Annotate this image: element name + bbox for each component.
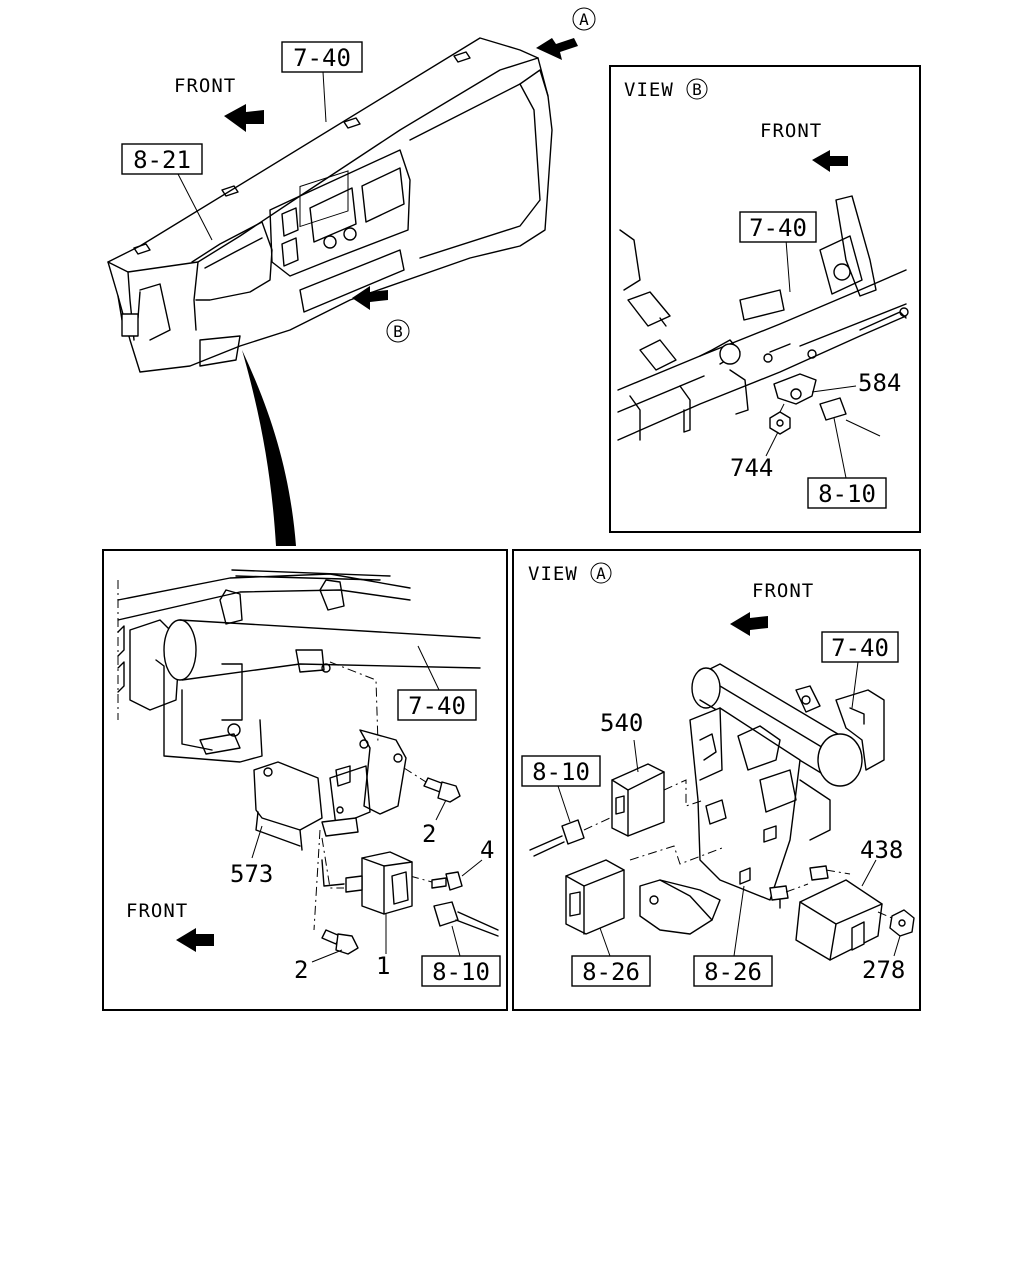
ref-box-7-40-view-a <box>821 631 899 663</box>
connector-8-10-view-a <box>561 819 585 845</box>
connector-8-10-detail <box>433 901 459 927</box>
ref-box-8-10-detail <box>421 955 501 987</box>
ref-box-8-10-view-b <box>807 477 887 509</box>
part-744-nut <box>769 411 791 435</box>
view-b-frame-drawing <box>617 195 909 441</box>
part-8-26-module-left <box>565 859 625 935</box>
ref-8-26-left[interactable]: 8-26 <box>582 958 640 986</box>
part-4-screw <box>431 877 447 889</box>
front-arrow-top <box>224 104 264 132</box>
ref-7-40-detail[interactable]: 7-40 <box>408 692 466 720</box>
view-b-direction-arrow <box>352 286 388 310</box>
ref-8-10-view-a[interactable]: 8-10 <box>532 758 590 786</box>
view-a-direction-arrow <box>536 38 578 60</box>
front-arrow-view-a <box>730 612 768 636</box>
part-2-bolt-lower <box>321 929 359 955</box>
ref-box-7-40-view-b <box>739 211 817 243</box>
part-744[interactable]: 744 <box>730 454 773 482</box>
ref-8-10-detail[interactable]: 8-10 <box>432 958 490 986</box>
front-arrow-view-b <box>812 150 848 172</box>
dashboard-overview <box>107 37 578 373</box>
ref-box-8-26-right <box>693 955 773 987</box>
view-a-panel <box>512 549 921 1011</box>
part-4[interactable]: 4 <box>480 836 494 864</box>
part-2-upper[interactable]: 2 <box>422 820 436 848</box>
ref-7-40-top[interactable]: 7-40 <box>293 44 351 72</box>
front-label-detail: FRONT <box>126 900 188 922</box>
view-b-letter: B <box>692 80 702 99</box>
ref-8-26-right[interactable]: 8-26 <box>704 958 762 986</box>
marker-b: B <box>393 322 403 341</box>
view-a-frame-drawing <box>639 663 885 935</box>
ref-7-40-view-a[interactable]: 7-40 <box>831 634 889 662</box>
detail-pointer <box>242 350 296 546</box>
part-540[interactable]: 540 <box>600 709 643 737</box>
detail-panel <box>102 549 508 1011</box>
part-573-bracket <box>253 761 323 831</box>
front-label-view-b: FRONT <box>760 120 822 142</box>
marker-a: A <box>579 10 589 29</box>
part-584[interactable]: 584 <box>858 369 901 397</box>
part-540-module <box>611 763 665 837</box>
ref-8-10-view-b[interactable]: 8-10 <box>818 480 876 508</box>
marker-b-circle <box>386 319 410 343</box>
front-label-top: FRONT <box>174 75 236 97</box>
ref-box-8-26-left <box>571 955 651 987</box>
dashboard-panel <box>107 37 553 373</box>
view-a-letter: A <box>596 564 606 583</box>
view-a-title: VIEW <box>528 563 578 585</box>
marker-a-circle <box>572 7 596 31</box>
part-2-bolt-upper <box>423 777 461 803</box>
ref-box-7-40-detail <box>397 689 477 721</box>
ref-box-8-10-view-a <box>521 755 601 787</box>
front-arrow-detail <box>176 928 214 952</box>
front-label-view-a: FRONT <box>752 580 814 602</box>
detail-frame-drawing <box>117 569 481 763</box>
view-b-panel <box>609 65 921 533</box>
part-573[interactable]: 573 <box>230 860 273 888</box>
view-b-title: VIEW <box>624 79 674 101</box>
part-438-controller <box>795 879 883 961</box>
ref-box-7-40-top <box>281 41 363 73</box>
part-278[interactable]: 278 <box>862 956 905 984</box>
part-438[interactable]: 438 <box>860 836 903 864</box>
ref-box-8-21 <box>121 143 203 175</box>
part-1[interactable]: 1 <box>376 952 390 980</box>
ref-7-40-view-b[interactable]: 7-40 <box>749 214 807 242</box>
ref-8-21[interactable]: 8-21 <box>133 146 191 174</box>
part-278-nut <box>889 909 915 937</box>
part-2-lower[interactable]: 2 <box>294 956 308 984</box>
